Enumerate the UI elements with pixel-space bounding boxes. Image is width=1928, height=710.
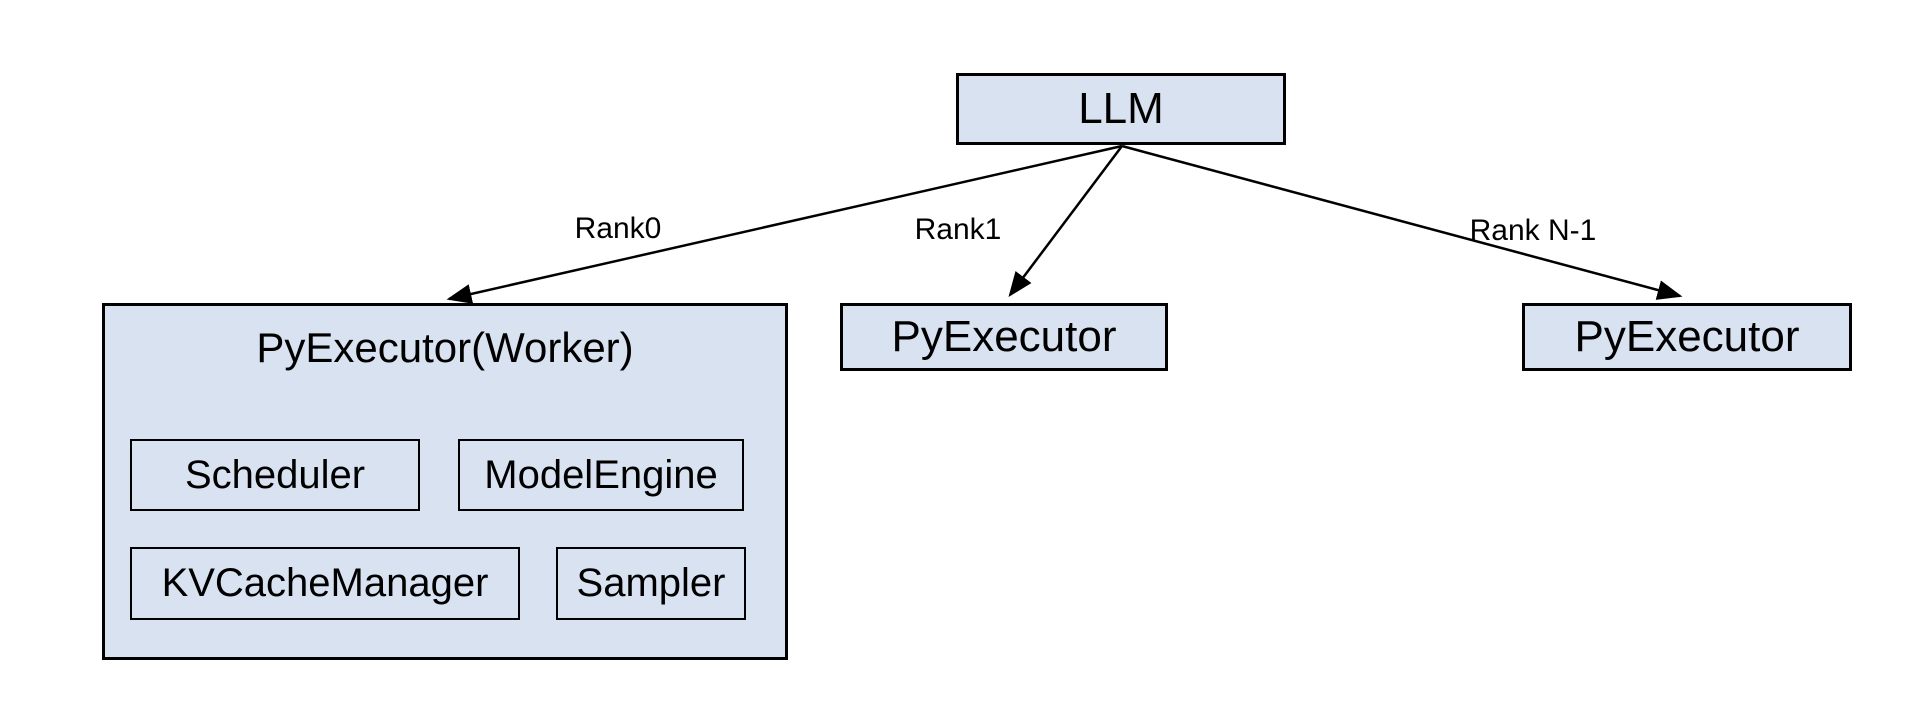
pyexecutor-rank1-node: PyExecutor xyxy=(840,303,1168,371)
edge-label-rank0: Rank0 xyxy=(574,212,662,245)
pyexecutor-worker-title: PyExecutor(Worker) xyxy=(256,324,634,371)
kv-cache-manager-node: KVCacheManager xyxy=(130,547,520,620)
scheduler-node: Scheduler xyxy=(130,439,420,511)
arrow-rank0 xyxy=(446,144,1123,304)
sampler-node: Sampler xyxy=(556,547,746,620)
pyexecutor-rank-n-1-node: PyExecutor xyxy=(1522,303,1852,371)
llm-node-label: LLM xyxy=(1078,84,1164,133)
edge-label-rank1: Rank1 xyxy=(914,213,1002,246)
pyexecutor-rank1-label: PyExecutor xyxy=(891,312,1117,361)
model-engine-node-label: ModelEngine xyxy=(484,452,718,497)
arrow-rank1 xyxy=(1008,145,1123,297)
kv-cache-manager-node-label: KVCacheManager xyxy=(161,561,489,605)
pyexecutor-worker-node: PyExecutor(Worker) Scheduler ModelEngine… xyxy=(102,303,788,660)
pyexecutor-rank-n-1-label: PyExecutor xyxy=(1574,312,1800,361)
scheduler-node-label: Scheduler xyxy=(184,452,366,497)
llm-node: LLM xyxy=(956,73,1286,145)
edge-label-rank-n-1: Rank N-1 xyxy=(1469,214,1597,247)
sampler-node-label: Sampler xyxy=(576,561,726,605)
model-engine-node: ModelEngine xyxy=(458,439,744,511)
